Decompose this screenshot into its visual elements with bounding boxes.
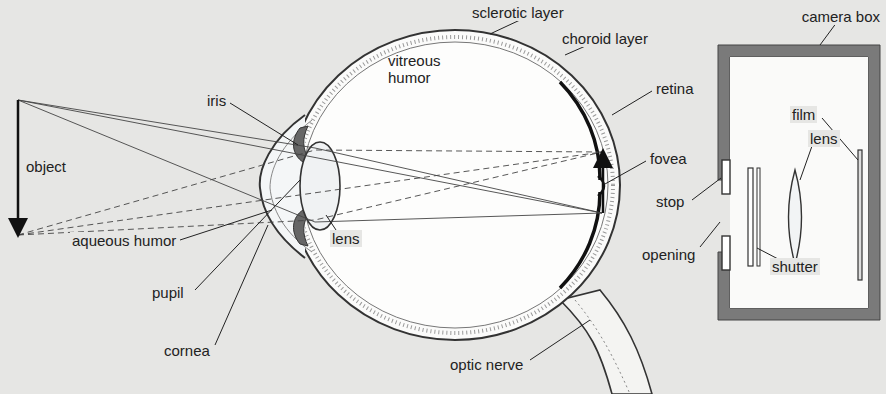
image-arrow xyxy=(602,158,605,213)
eye-lens xyxy=(300,142,340,230)
leader-lines xyxy=(180,20,858,360)
part-label: lens xyxy=(330,230,362,247)
camera-box xyxy=(718,45,880,320)
part-label: optic nerve xyxy=(448,356,525,373)
part-label: lens xyxy=(808,130,840,147)
part-label: pupil xyxy=(150,284,186,301)
part-label: retina xyxy=(654,80,696,97)
stop xyxy=(722,160,730,194)
camera-lens xyxy=(789,170,802,264)
part-label: fovea xyxy=(648,150,689,167)
part-label: cornea xyxy=(162,342,212,359)
part-label: aqueous humor xyxy=(70,232,178,249)
part-label: iris xyxy=(205,92,228,109)
object-arrow xyxy=(17,100,20,228)
light-rays xyxy=(18,100,602,235)
part-label: shutter xyxy=(770,258,820,275)
part-label: opening xyxy=(640,246,697,263)
part-label: stop xyxy=(654,193,686,210)
part-label: film xyxy=(790,106,817,123)
part-label: object xyxy=(24,158,68,175)
part-label: choroid layer xyxy=(560,30,650,47)
retina xyxy=(560,82,600,288)
film xyxy=(858,150,862,280)
optic-nerve xyxy=(560,290,652,394)
shutter xyxy=(748,168,753,266)
part-label: vitreous humor xyxy=(386,52,456,86)
part-label: sclerotic layer xyxy=(470,4,566,21)
part-label: camera box xyxy=(800,8,882,25)
